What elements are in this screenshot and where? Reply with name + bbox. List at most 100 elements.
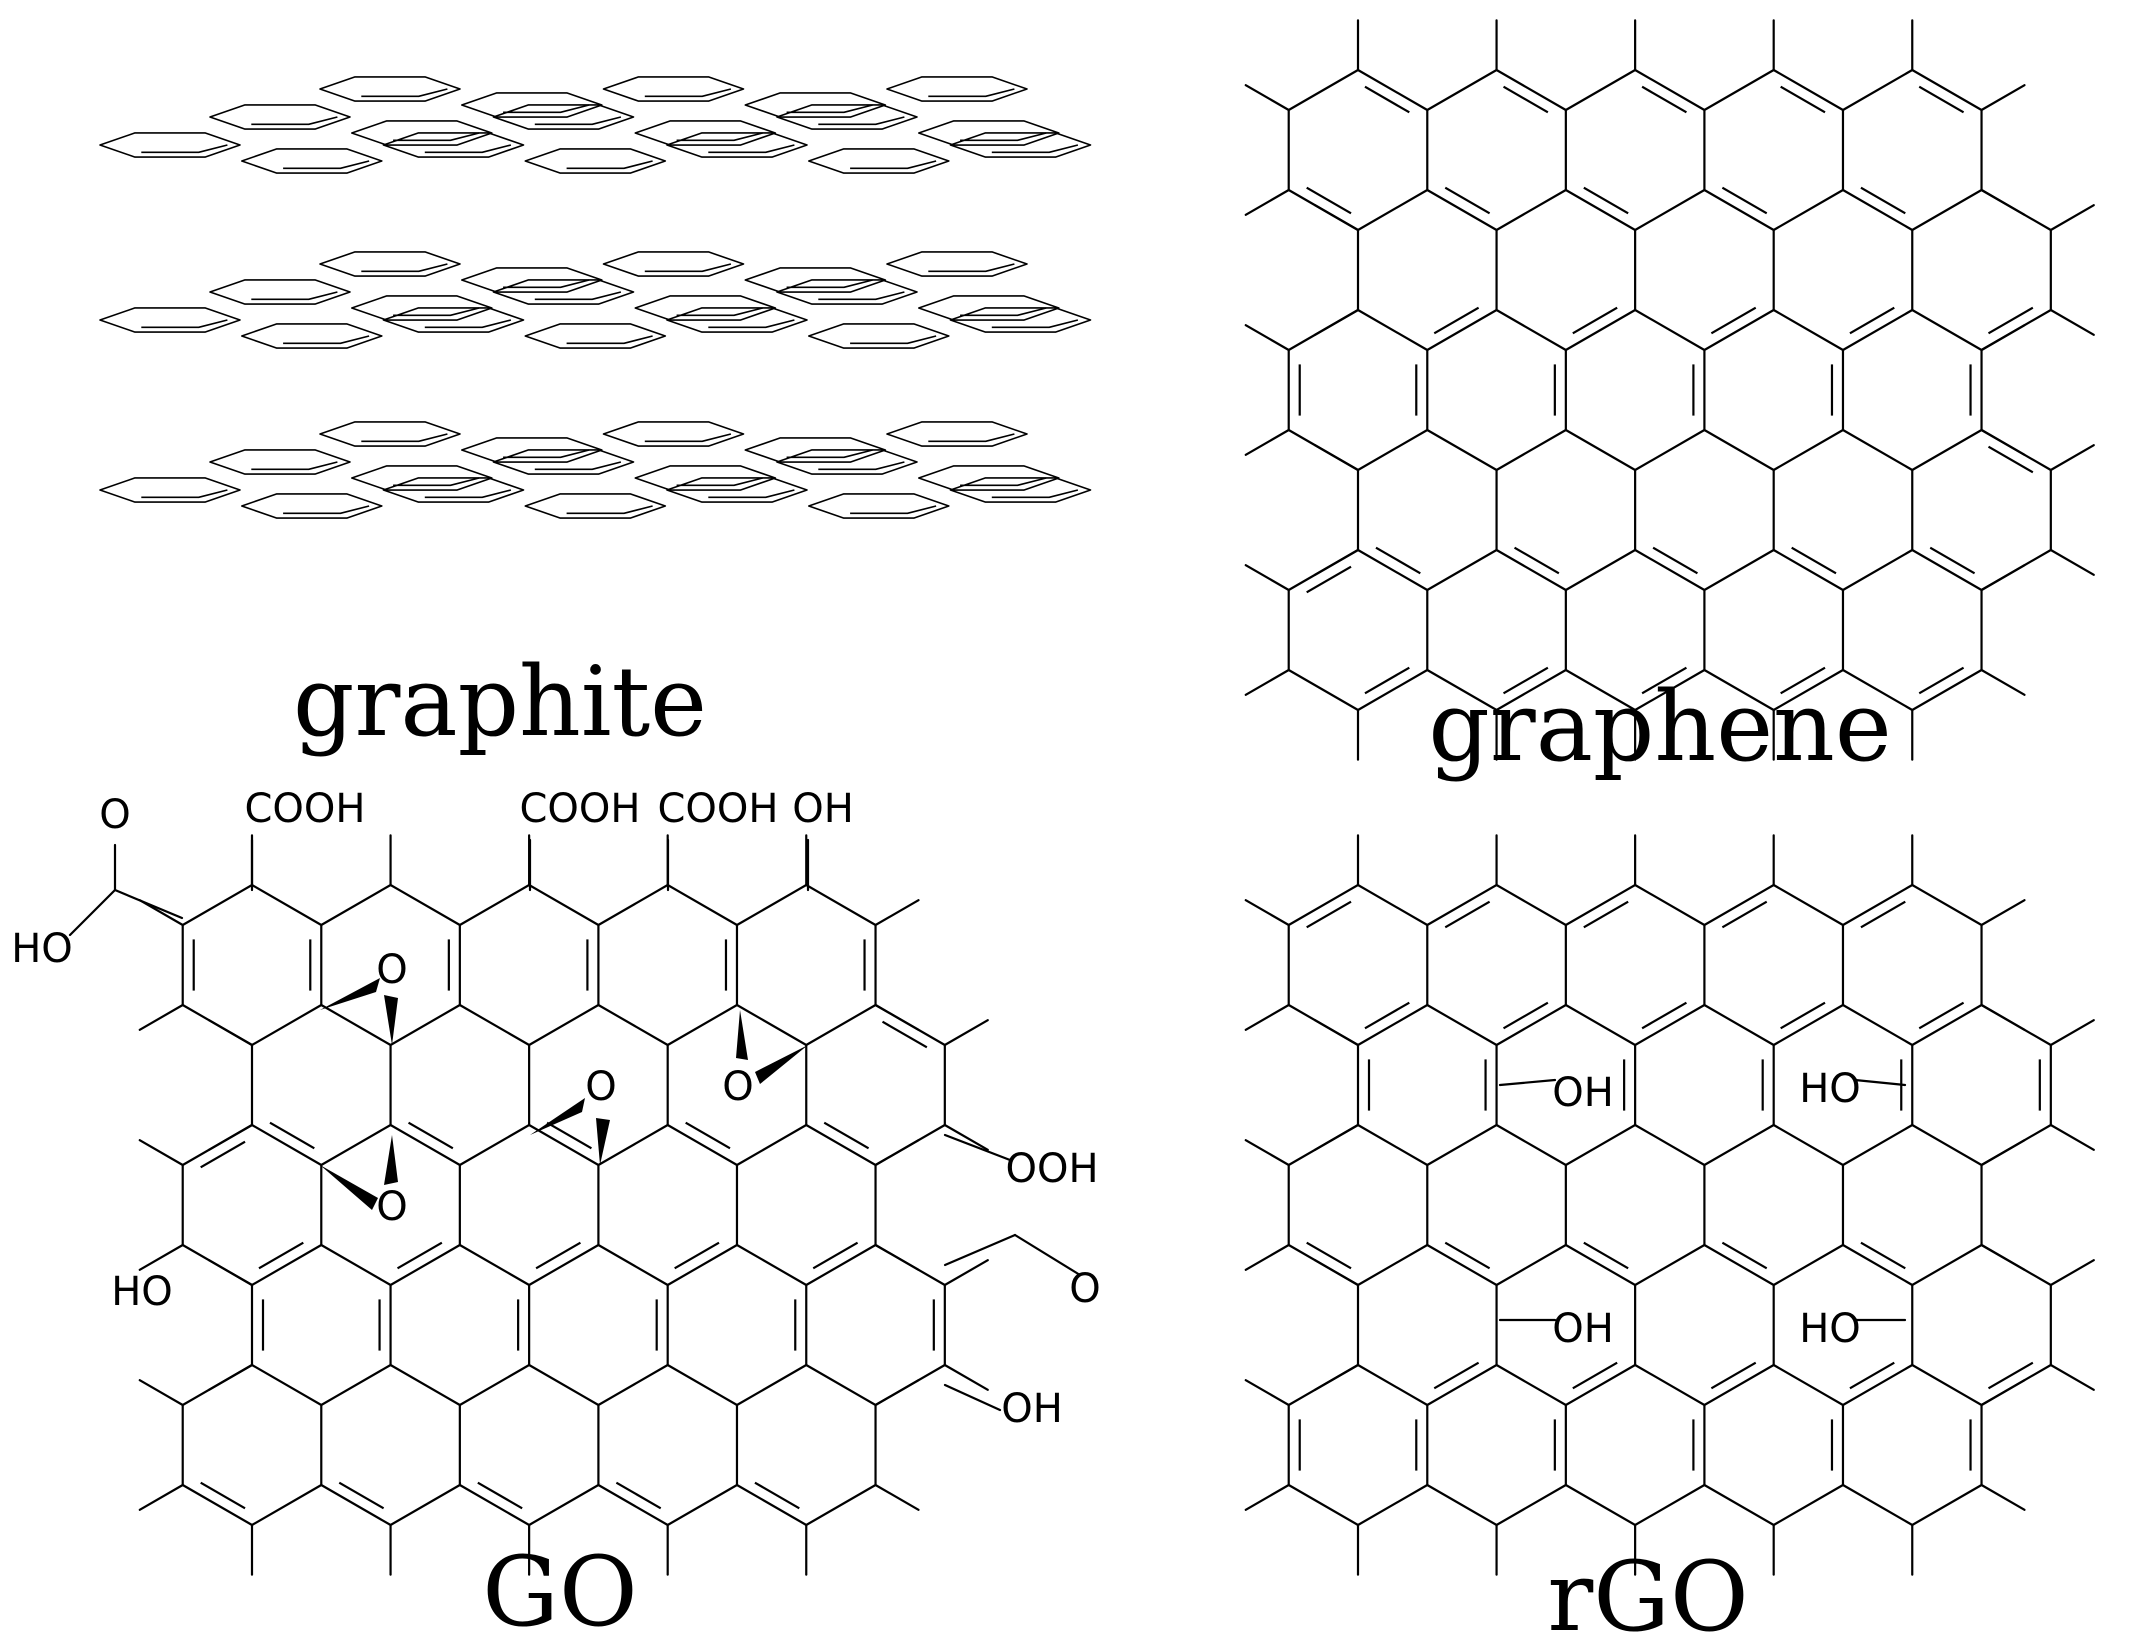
graphite-ring	[776, 449, 918, 475]
double-bond	[1433, 1361, 1480, 1390]
graphite-ring	[666, 477, 808, 503]
double-bond	[200, 1140, 246, 1169]
bond	[1703, 68, 1775, 112]
group-bond	[943, 1133, 1012, 1162]
edge-stub	[1980, 1003, 2026, 1031]
bond	[666, 1003, 739, 1047]
graphite-double-bond	[786, 449, 873, 459]
graphite-double-bond	[928, 263, 1015, 273]
bond	[320, 1123, 392, 1167]
bond	[1564, 428, 1637, 472]
graphite-double-bond	[534, 116, 622, 126]
bond	[597, 1483, 669, 1527]
edge-stub	[1980, 1379, 2026, 1407]
graphite-double-bond	[708, 319, 795, 329]
edge-stub	[1244, 324, 1290, 352]
bond	[805, 883, 877, 927]
rgo-functional-groups: OH HO OH HO	[1552, 1066, 1861, 1352]
bond	[1356, 1363, 1429, 1407]
edge-stub	[874, 1483, 920, 1511]
bond	[666, 1363, 739, 1407]
edge-stub	[138, 1483, 184, 1511]
double-bond	[1710, 306, 1757, 335]
bond	[1356, 188, 1429, 232]
bond	[1772, 188, 1845, 232]
bond	[1841, 1243, 1914, 1287]
double-bond	[1641, 1001, 1687, 1030]
edge-stub	[138, 1003, 184, 1031]
bond	[1287, 668, 1360, 712]
bond	[1841, 428, 1914, 472]
bond	[1356, 883, 1429, 927]
graphite-double-bond	[251, 116, 338, 126]
graphite-double-bond	[141, 319, 228, 329]
graphite-double-bond	[928, 88, 1015, 98]
epoxide-wedge	[320, 978, 380, 1010]
bond	[1426, 548, 1498, 592]
double-bond	[1502, 666, 1549, 695]
graphite-ring	[666, 307, 808, 333]
bond	[735, 1123, 808, 1167]
edge-stub	[1980, 1483, 2026, 1511]
bond	[389, 1483, 461, 1527]
graphite-ring	[634, 120, 777, 146]
graphite-double-bond	[503, 279, 590, 289]
oh-bond	[1498, 1078, 1557, 1087]
bond	[1911, 1363, 1983, 1407]
bond	[1772, 1123, 1845, 1167]
bond	[1426, 1123, 1498, 1167]
edge-stub	[874, 1139, 920, 1167]
bond	[1356, 548, 1429, 592]
bond	[735, 1363, 808, 1407]
edge-stub	[1244, 1483, 1290, 1511]
oh-bond	[1853, 1078, 1907, 1087]
graphite-ring	[886, 421, 1028, 447]
graphite-double-bond	[361, 88, 448, 98]
epoxide-wedge	[320, 1165, 378, 1210]
epoxide-wedge	[755, 1045, 808, 1084]
graphite-double-bond	[361, 433, 448, 443]
edge-stub	[138, 1139, 184, 1167]
double-bond	[1652, 546, 1698, 575]
graphite-double-bond	[566, 335, 653, 345]
bond	[1841, 883, 1914, 927]
graphite-ring	[99, 477, 241, 503]
bond	[1841, 68, 1914, 112]
bond	[1495, 1243, 1567, 1287]
edge-stub	[207, 1019, 254, 1047]
bond	[1495, 1003, 1567, 1047]
bond	[597, 1123, 669, 1167]
graphite-double-bond	[251, 461, 338, 471]
graphite-ring	[949, 132, 1092, 158]
double-bond	[1918, 1001, 1965, 1030]
bond	[1911, 1123, 1983, 1167]
double-bond	[1583, 900, 1629, 929]
double-bond	[407, 1121, 454, 1150]
bond	[1911, 548, 1983, 592]
graphite-ring	[807, 323, 950, 349]
graphite-ring	[319, 76, 461, 102]
graphite-ring	[382, 307, 525, 333]
bond	[1841, 668, 1914, 712]
group-bond	[113, 888, 184, 920]
double-bond	[1444, 1241, 1491, 1270]
bond	[1703, 428, 1775, 472]
bond	[458, 1483, 531, 1527]
edge-stub	[943, 1019, 989, 1047]
go-group-label: OOH	[1005, 1146, 1098, 1192]
double-bond	[1721, 186, 1768, 215]
bond	[805, 1363, 877, 1407]
bond	[1841, 188, 1914, 232]
bond	[1911, 668, 1983, 712]
graphite-ring	[460, 92, 603, 118]
bond	[1911, 1003, 1983, 1047]
graphite-double-bond	[786, 104, 873, 114]
double-bond	[1929, 546, 1976, 575]
bond	[250, 1123, 323, 1167]
graphite-double-bond	[991, 144, 1079, 154]
edge-stub	[1980, 428, 2026, 456]
bond	[1564, 188, 1637, 232]
edge-stub	[207, 1259, 254, 1287]
double-bond	[1987, 445, 2034, 474]
